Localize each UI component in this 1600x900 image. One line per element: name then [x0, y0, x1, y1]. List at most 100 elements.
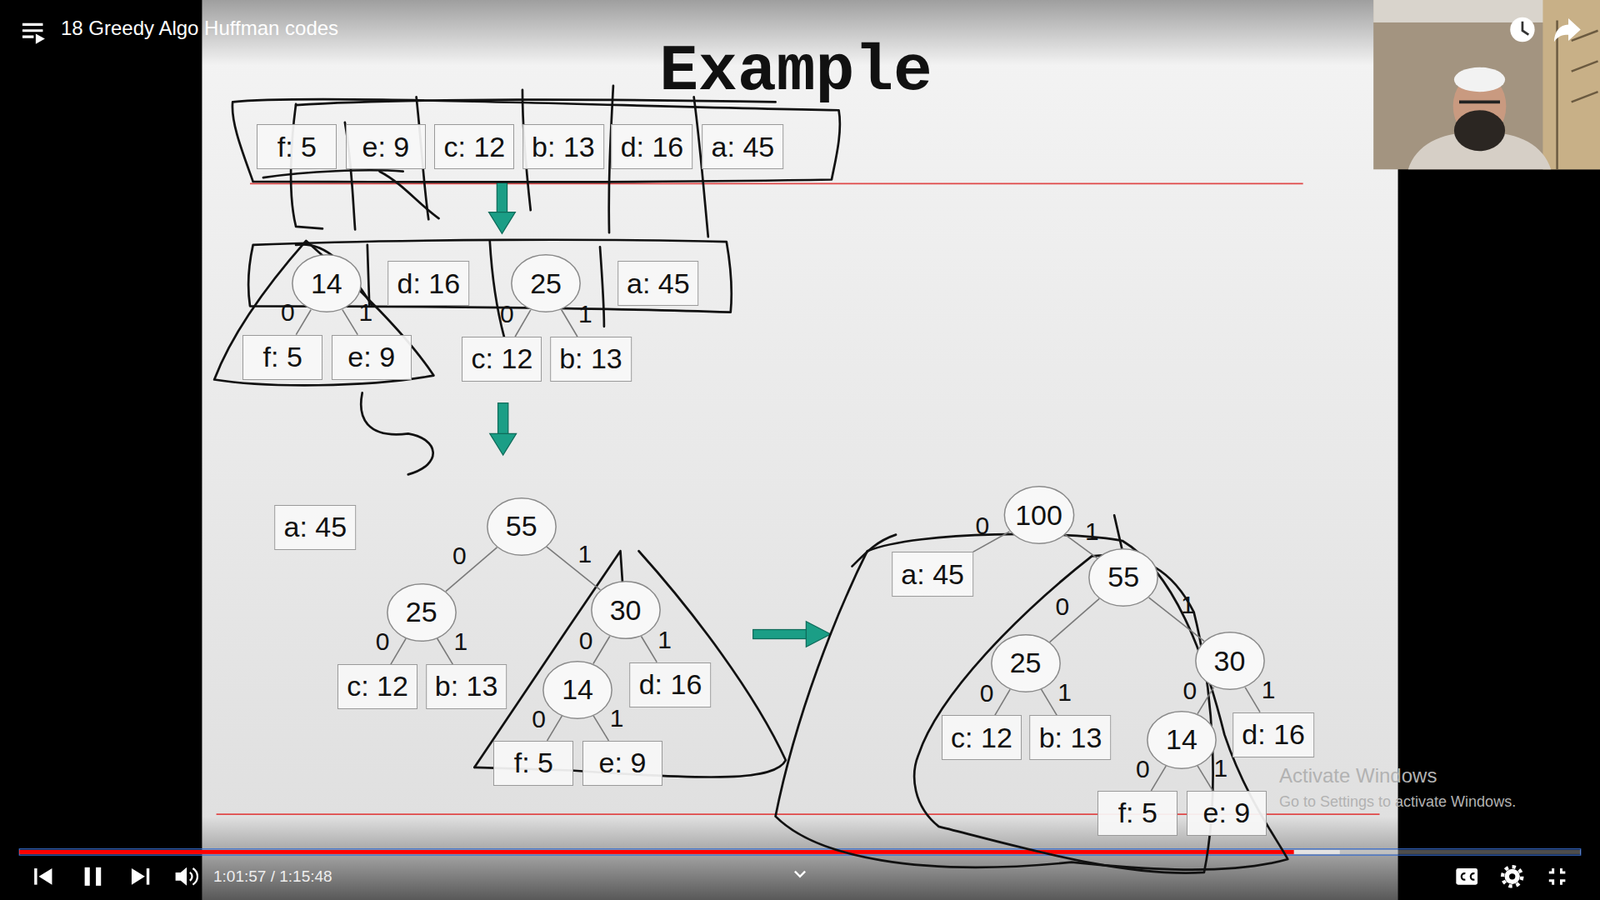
pause-icon: [95, 867, 101, 886]
edge-bit-label: 1: [610, 705, 625, 731]
circle-shape: [590, 581, 660, 640]
edge-bit-label: 1: [657, 627, 672, 653]
symbol-frequency-text: e: 9: [1202, 797, 1250, 829]
frequency-box: f: 5: [1097, 790, 1178, 836]
frequency-box: d: 16: [387, 260, 470, 306]
circle-shape: [543, 660, 612, 719]
tree-edge: [390, 638, 406, 665]
player-icons: [22, 17, 1581, 887]
webcam-door: [1542, 0, 1600, 170]
merged-node-circle: 30: [1195, 631, 1265, 690]
step-arrows: [489, 181, 831, 647]
merged-node-circle: 14: [291, 254, 362, 313]
share-icon: [1554, 18, 1581, 42]
edge-bit-label: 0: [975, 513, 990, 539]
frequency-box: f: 5: [242, 335, 323, 380]
pen-stroke: [263, 170, 404, 178]
weight-text: 14: [1165, 724, 1198, 755]
progress-played: [19, 850, 1294, 855]
watch-later-icon: [1510, 17, 1535, 42]
settings-icon: [1509, 873, 1515, 880]
circle-shape: [292, 255, 361, 313]
arrow-head: [490, 433, 517, 455]
webcam-glasses: [1459, 100, 1500, 105]
tree-edge: [593, 636, 610, 665]
pen-stroke: [851, 535, 896, 567]
tree-edge: [640, 636, 657, 663]
edge-bit-label: 0: [980, 680, 995, 706]
webcam-beard: [1454, 110, 1505, 151]
symbol-frequency-text: c: 12: [346, 670, 409, 702]
frequency-box: b: 13: [522, 124, 605, 170]
symbol-frequency-text: f: 5: [514, 747, 554, 779]
merged-node-circle: 25: [510, 254, 581, 313]
symbol-frequency-text: c: 12: [950, 722, 1013, 754]
pen-strokes: [214, 85, 1288, 874]
tree-edge: [1245, 687, 1260, 713]
symbol-frequency-text: c: 12: [444, 131, 506, 163]
edge-bit-label: 0: [280, 300, 295, 325]
merged-node-circle: 55: [486, 497, 557, 556]
symbol-frequency-text: b: 13: [559, 343, 623, 375]
edge-bit-label: 0: [1055, 594, 1070, 620]
pen-stroke: [380, 171, 440, 219]
tree-edge: [515, 310, 531, 337]
edge-bit-label: 0: [500, 301, 515, 327]
pen-stroke: [360, 392, 433, 475]
weight-text: 25: [1010, 647, 1042, 679]
watermark: Go to Settings to activate Windows.: [1279, 793, 1516, 811]
pen-stroke: [367, 240, 605, 337]
volume-icon: [190, 868, 198, 885]
frequency-box: f: 5: [256, 124, 337, 170]
arrow-head: [489, 212, 516, 235]
edge-bit-label: 0: [1183, 678, 1198, 704]
merged-node-circle: 14: [542, 660, 613, 720]
edge-bit-label: 1: [1057, 680, 1072, 705]
merged-node-circle: 25: [386, 583, 457, 642]
captions-icon: [1455, 868, 1478, 885]
edge-bit-label: 0: [452, 543, 467, 569]
circle-shape: [487, 498, 556, 556]
tree-edge: [593, 715, 609, 741]
tree-edge: [295, 310, 311, 335]
next-icon: [131, 868, 145, 885]
frequency-box: b: 13: [1030, 715, 1112, 760]
symbol-frequency-text: d: 16: [1241, 719, 1305, 750]
weight-text: 30: [610, 595, 642, 626]
frequency-box: a: 45: [891, 551, 974, 597]
weight-text: 14: [561, 674, 594, 705]
progress-outline: [19, 849, 1580, 855]
edge-bit-label: 1: [1214, 755, 1229, 781]
frequency-box: d: 16: [611, 124, 694, 170]
symbol-frequency-text: a: 45: [711, 131, 775, 163]
pen-stroke: [474, 550, 625, 768]
symbol-frequency-text: d: 16: [639, 669, 703, 700]
edge-bit-label: 0: [375, 629, 390, 655]
symbol-frequency-text: b: 13: [1039, 722, 1103, 754]
symbol-frequency-text: f: 5: [263, 341, 303, 373]
webcam-cap: [1454, 67, 1505, 92]
tree-edge: [547, 715, 563, 741]
arrow-shaft: [498, 403, 509, 436]
watch-later-icon: [1522, 21, 1529, 35]
merged-node-circle: 25: [990, 634, 1061, 693]
frequency-box: a: 45: [702, 124, 785, 170]
weight-text: 55: [505, 510, 538, 542]
edge-bit-label: 1: [578, 301, 593, 327]
merged-node-circle: 14: [1146, 710, 1217, 770]
slide-background: [201, 0, 1398, 900]
frequency-box: a: 45: [275, 505, 357, 550]
circle-shape: [387, 583, 456, 641]
settings-icon: [1502, 866, 1522, 886]
webcam-inset: [1373, 0, 1600, 170]
volume-icon: [175, 867, 187, 886]
bottom-shade: [0, 816, 1600, 900]
edge-bit-label: 1: [453, 629, 468, 655]
circle-shape: [511, 255, 580, 313]
progress-track: [19, 850, 1580, 855]
frequency-box: a: 45: [617, 260, 700, 306]
tree-edge: [1197, 687, 1214, 715]
frequency-box: f: 5: [493, 740, 574, 786]
